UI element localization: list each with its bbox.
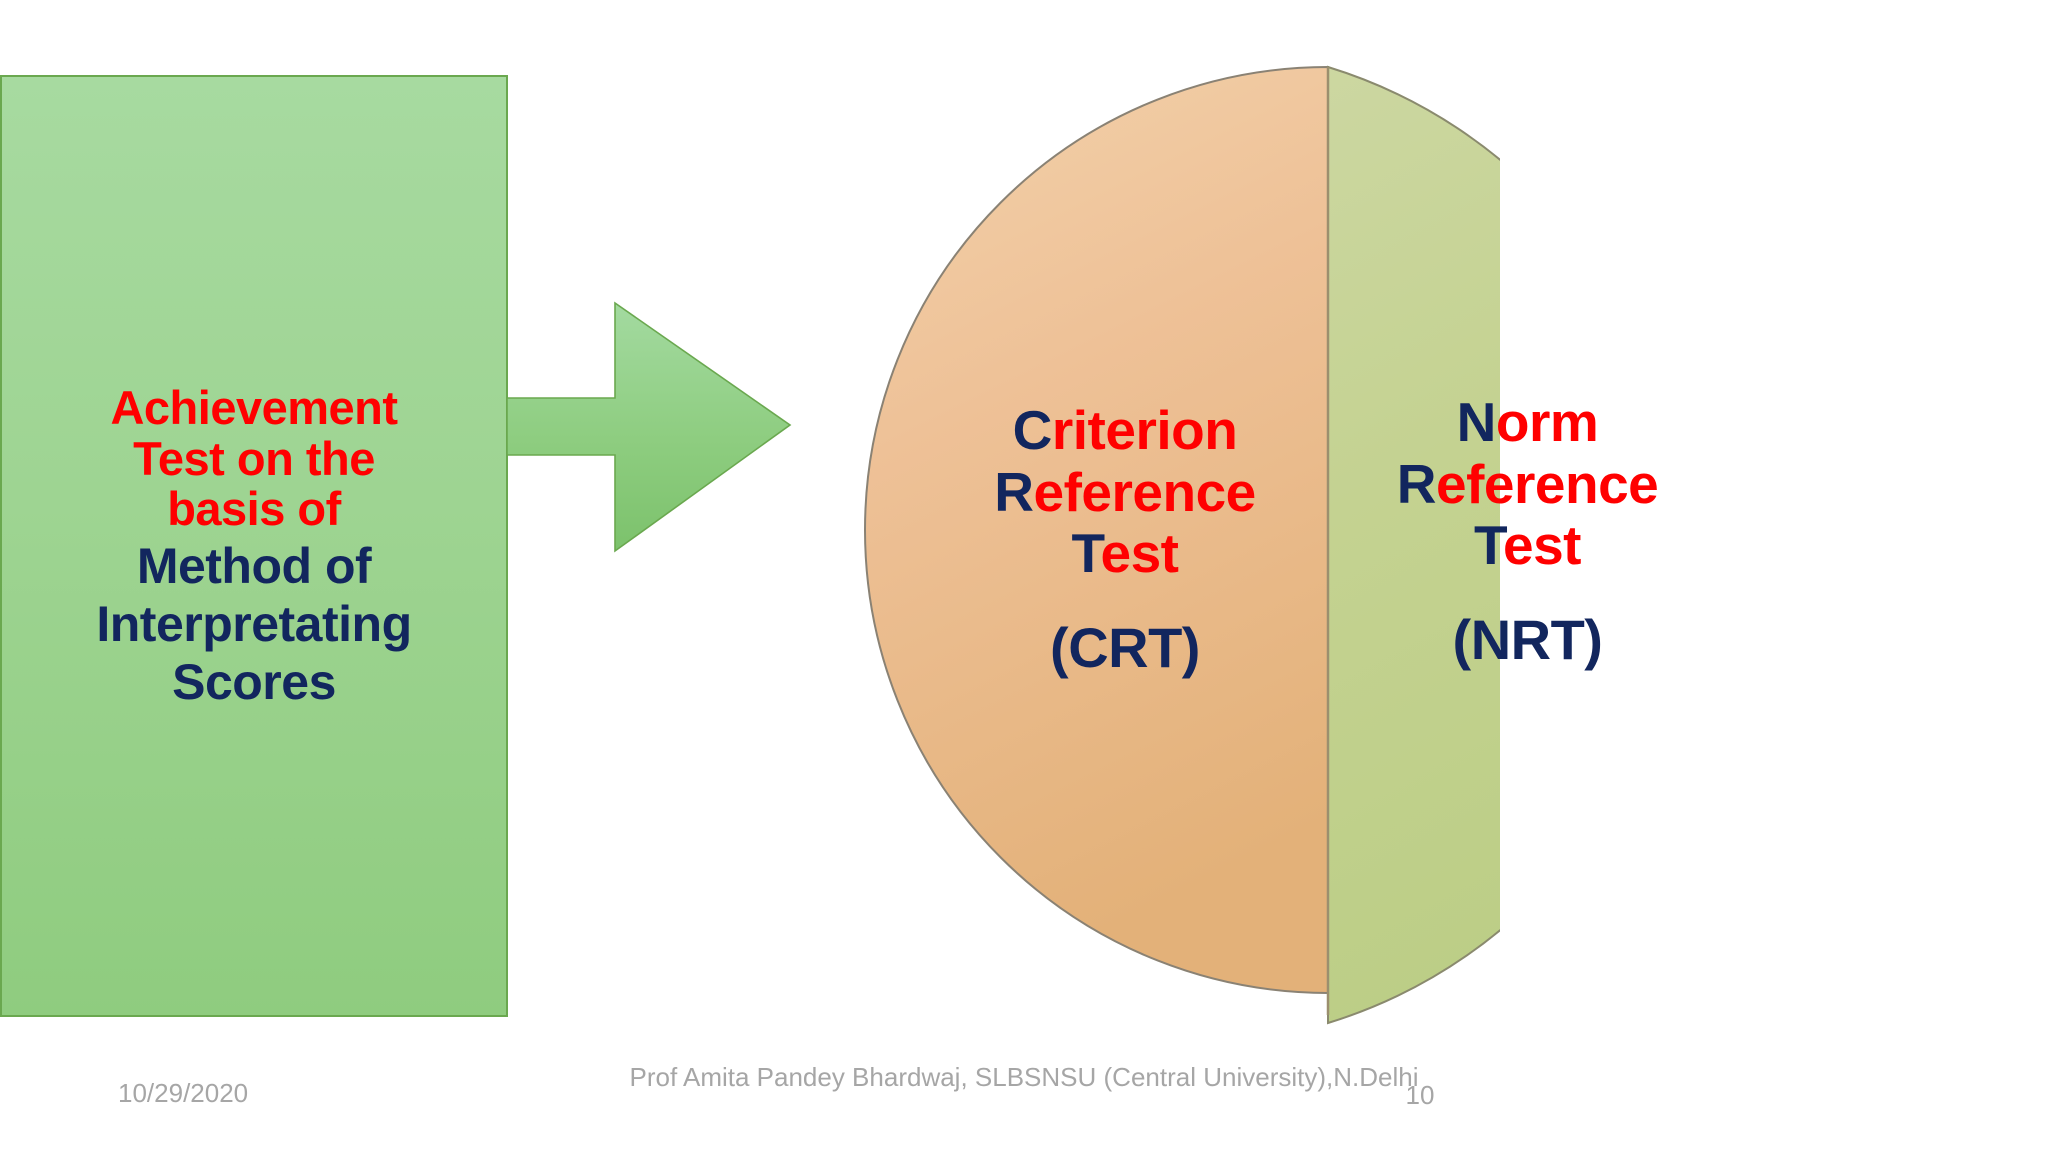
footer-page-number: 10 xyxy=(1405,1080,1435,1110)
right-arrow-icon xyxy=(506,301,792,553)
nrt-label-group: Norm Reference Test (NRT) xyxy=(1325,391,1730,672)
panel-red-line-2: Test on the xyxy=(133,431,375,485)
circle-left-half-orange xyxy=(864,65,1329,995)
nrt-line-1: Norm xyxy=(1456,391,1599,453)
panel-blue-line-2: Interpretating xyxy=(96,596,412,653)
panel-red-line-1: Achievement xyxy=(110,380,398,434)
crt-line-2: Reference xyxy=(994,460,1256,523)
panel-red-line-3: basis of xyxy=(167,482,341,536)
crt-line-1: Criterion xyxy=(1012,399,1238,461)
circle-right-half-green xyxy=(1327,65,1500,1025)
footer-date: 10/29/2020 xyxy=(118,1078,249,1108)
footer-attribution-line-1: Prof Amita Pandey Bhardwaj, SLBSNSU (Cen… xyxy=(629,1062,1196,1092)
crt-abbreviation: (CRT) xyxy=(1050,615,1200,679)
left-green-panel: Achievement Test on the basis of Method … xyxy=(0,75,508,1017)
split-circle-diagram xyxy=(864,65,1500,1025)
footer-attribution: Prof Amita Pandey Bhardwaj, SLBSNSU (Cen… xyxy=(574,1061,1474,1094)
panel-blue-line-1: Method of xyxy=(136,538,372,595)
nrt-line-3: Test xyxy=(1473,514,1582,577)
nrt-line-2: Reference xyxy=(1396,452,1659,515)
crt-line-3: Test xyxy=(1071,522,1179,585)
crt-label-group: Criterion Reference Test (CRT) xyxy=(905,399,1345,680)
nrt-abbreviation: (NRT) xyxy=(1452,607,1603,671)
footer-attribution-line-2: University),N.Delhi xyxy=(1203,1062,1419,1092)
panel-blue-line-3: Scores xyxy=(172,654,336,711)
